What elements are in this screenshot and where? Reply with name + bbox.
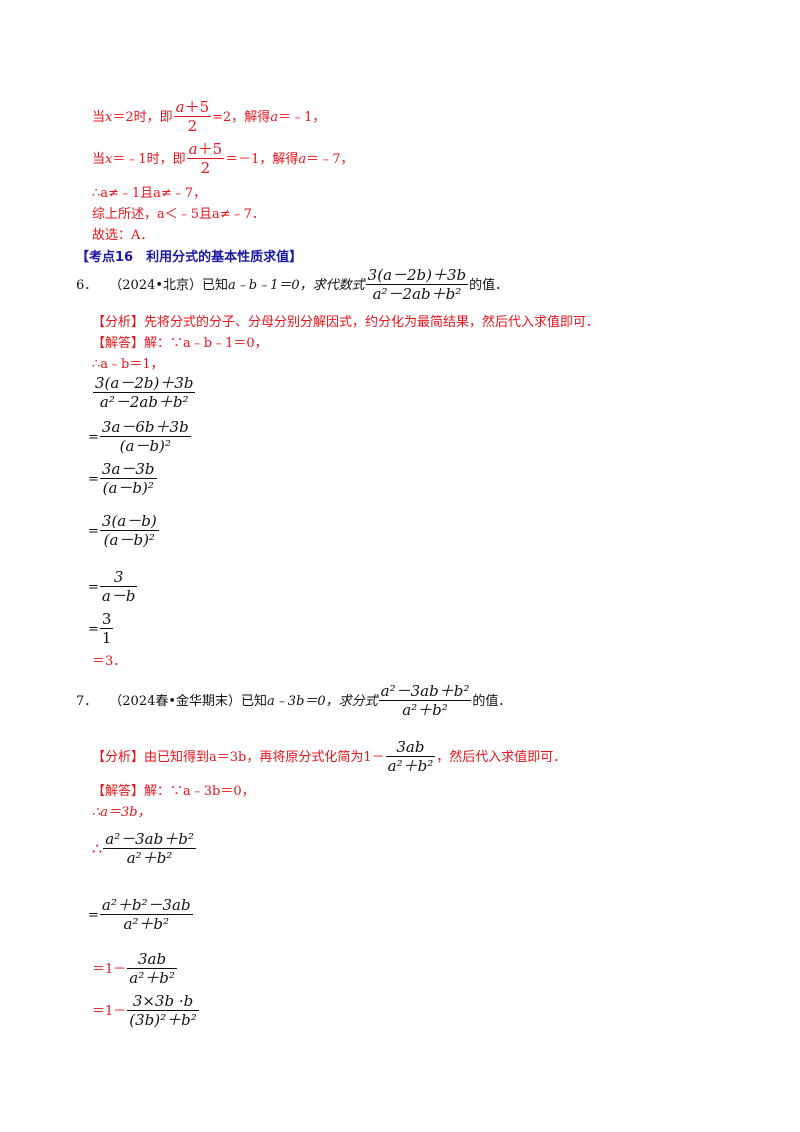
prev-line-4: 综上所述，a＜﹣5且a≠﹣7． — [92, 207, 265, 222]
question-number: 6． — [76, 277, 98, 293]
prev-line-5: 故选：A． — [92, 228, 154, 243]
q7-expr-4: ＝1－3×3b ·b(3b)²＋b² — [92, 992, 199, 1029]
prev-line-3: ∴a≠﹣1且a≠﹣7， — [92, 186, 207, 201]
q6-expr-3: =3a－3b(a－b)² — [88, 460, 157, 497]
q7-answer: 【解答】解：∵a﹣3b＝0， — [92, 784, 255, 799]
q6-answer: 【解答】解：∵a﹣b﹣1＝0， — [92, 336, 268, 351]
question-number: 7． — [76, 693, 98, 709]
q7-step-1: ∴a＝3b， — [92, 805, 151, 820]
section-heading: 【考点16 利用分式的基本性质求值】 — [76, 250, 303, 265]
q6-expr-2: =3a－6b＋3b(a－b)² — [88, 418, 191, 455]
q6-expr-4: =3(a－b)(a－b)² — [88, 512, 159, 549]
q6-result: ＝3． — [92, 654, 127, 669]
q6-step-1: ∴a﹣b＝1， — [92, 357, 164, 372]
q6-analysis: 【分析】先将分式的分子、分母分别分解因式，约分化为最简结果，然后代入求值即可． — [92, 315, 600, 330]
